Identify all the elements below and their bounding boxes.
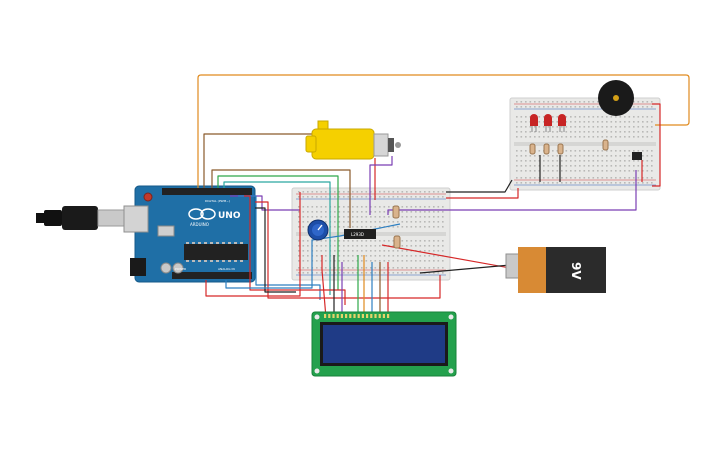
motor-driver-ic[interactable]: L293D — [344, 229, 376, 239]
wire-battery-red — [381, 244, 511, 269]
resistor-sec-2[interactable] — [543, 143, 550, 155]
wire-brown — [203, 133, 312, 188]
dc-motor[interactable] — [305, 120, 401, 160]
buzzer[interactable] — [598, 80, 634, 116]
arduino-logo-text: ARDUINO — [190, 222, 209, 227]
arduino-power-label: POWER — [175, 267, 186, 271]
wire-d-2 — [217, 175, 339, 290]
usb-cable — [36, 206, 125, 230]
wire-sec-4 — [652, 103, 661, 187]
ic-label: L293D — [351, 232, 364, 237]
wire-orange-top — [197, 74, 690, 188]
arduino-uno[interactable]: UNO ARDUINO DIGITAL (PWM~) POWER ANALOG … — [123, 185, 256, 283]
arduino-logo-icon — [188, 208, 216, 220]
arduino-digital-label: DIGITAL (PWM~) — [205, 199, 230, 203]
wire-battery-black — [419, 264, 511, 274]
wire-red-power — [205, 192, 301, 297]
wire-d-1 — [211, 169, 351, 228]
resistor-main-2[interactable] — [393, 235, 401, 249]
wire-red-5v — [255, 201, 441, 299]
led-1[interactable] — [530, 114, 538, 132]
potentiometer[interactable] — [307, 219, 329, 241]
resistor-sec-4[interactable] — [602, 139, 609, 151]
resistor-main-1[interactable] — [392, 205, 400, 219]
arduino-brand: UNO — [218, 211, 241, 221]
resistor-sec-3[interactable] — [557, 143, 564, 155]
led-3[interactable] — [558, 114, 566, 132]
wire-red-link — [446, 188, 519, 199]
wires — [197, 74, 690, 319]
arduino-analog-label: ANALOG IN — [218, 267, 235, 271]
battery-label: 9V — [569, 262, 583, 280]
wire-purple-link — [387, 170, 637, 215]
wire-d-6 — [244, 195, 346, 305]
wire-lcd-1 — [321, 255, 327, 319]
wire-black-gnd — [255, 207, 296, 293]
resistor-sec-1[interactable] — [529, 143, 536, 155]
transistor[interactable] — [632, 152, 642, 160]
wire-black-link — [446, 179, 513, 193]
wire-d-3 — [223, 181, 331, 295]
led-2[interactable] — [544, 114, 552, 132]
reset-button[interactable] — [143, 192, 153, 202]
wire-motor-b — [369, 156, 393, 215]
battery-9v[interactable]: 9V — [505, 247, 606, 293]
lcd-16x2[interactable] — [311, 311, 457, 377]
